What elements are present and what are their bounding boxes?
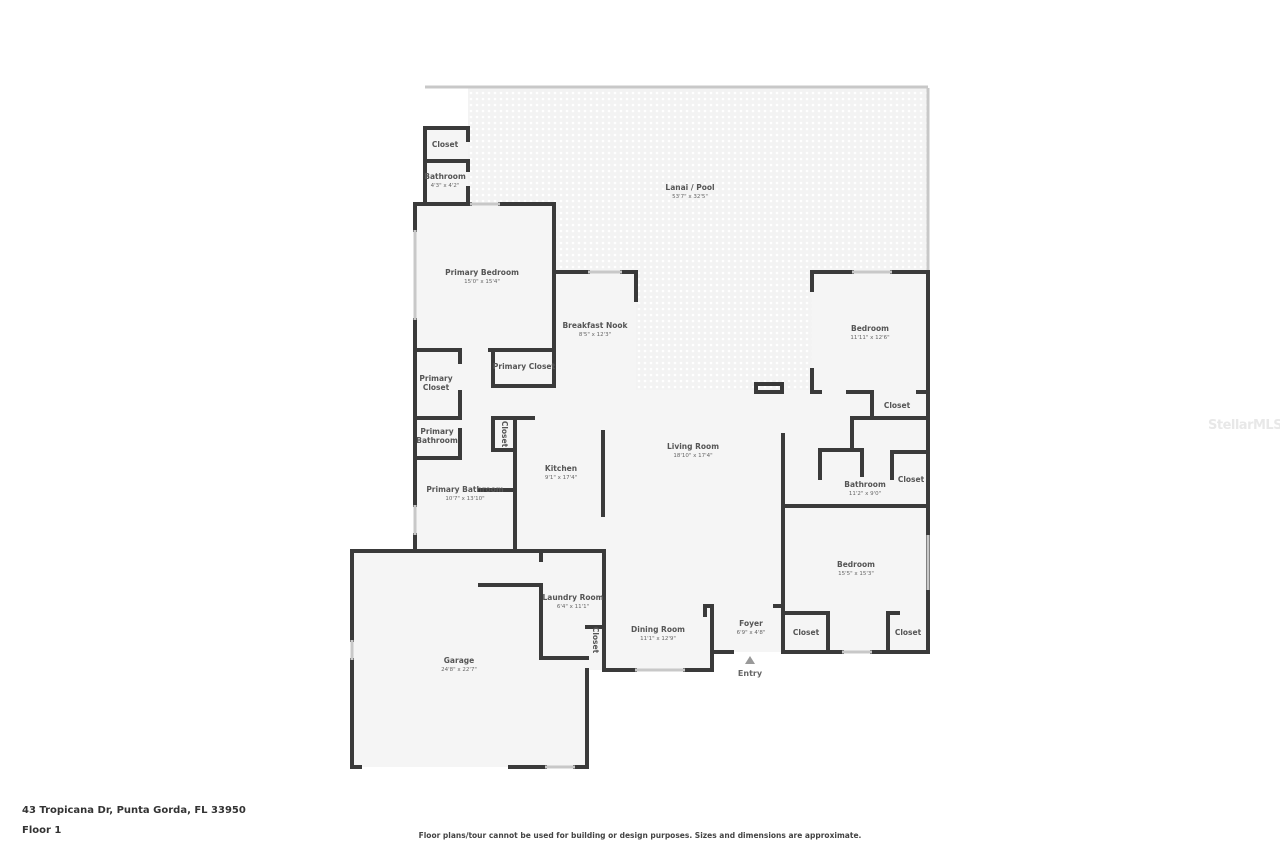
- room-dining-name: Dining Room: [631, 625, 685, 634]
- room-closet-laundry-name: Closet: [591, 627, 600, 654]
- room-garage-dims: 24'8" x 22'7": [441, 667, 477, 673]
- room-primary-bedroom-name: Primary Bedroom: [445, 268, 519, 277]
- walls: [350, 126, 930, 769]
- entry-marker: Entry: [738, 656, 763, 678]
- floor-label: Floor 1: [22, 825, 62, 836]
- room-closet-se1-name: Closet: [793, 628, 820, 637]
- room-bedroom-se-name: Bedroom: [837, 560, 875, 569]
- room-living-room-name: Living Room: [667, 442, 719, 451]
- disclaimer: Floor plans/tour cannot be used for buil…: [418, 831, 862, 840]
- room-primary-bathroom-name: Primary Bathroom: [426, 485, 504, 494]
- entry-label: Entry: [738, 669, 763, 678]
- room-dining-dims: 11'1" x 12'9": [640, 636, 676, 642]
- room-bedroom-se-dims: 15'5" x 15'3": [838, 571, 874, 577]
- room-laundry-dims: 6'4" x 11'1": [557, 604, 589, 610]
- room-closet-nw-name: Closet: [432, 140, 459, 149]
- room-primary-bath-small-name2: Bathroom: [416, 436, 458, 445]
- room-bathroom-small-dims: 4'3" x 4'2": [431, 183, 460, 189]
- room-laundry-name: Laundry Room: [543, 593, 604, 602]
- room-primary-bath-small-name: Primary: [420, 427, 453, 436]
- room-foyer-name: Foyer: [739, 619, 763, 628]
- room-breakfast-nook-name: Breakfast Nook: [562, 321, 628, 330]
- room-lanai-dims: 53'7" x 32'5": [672, 194, 708, 200]
- room-bathroom-e-dims: 11'2" x 9'0": [849, 491, 881, 497]
- triangle-up-icon: [745, 656, 755, 664]
- room-kitchen-dims: 9'1" x 17'4": [545, 475, 577, 481]
- room-bathroom-small-name: Bathroom: [424, 172, 466, 181]
- room-primary-closet-a-name2: Closet: [423, 383, 450, 392]
- room-living-room-dims: 18'10" x 17'4": [673, 453, 712, 459]
- room-labels: Lanai / Pool 53'7" x 32'5" Closet Bathro…: [416, 140, 924, 673]
- room-primary-closet-b-name: Primary Closet: [493, 362, 556, 371]
- room-bathroom-e-name: Bathroom: [844, 480, 886, 489]
- room-bedroom-ne-dims: 11'11" x 12'6": [850, 335, 889, 341]
- room-breakfast-nook-dims: 8'5" x 12'3": [579, 332, 611, 338]
- room-primary-bedroom-dims: 15'0" x 15'4": [464, 279, 500, 285]
- room-kitchen-name: Kitchen: [545, 464, 577, 473]
- room-foyer-dims: 6'9" x 4'8": [737, 630, 766, 636]
- windows: [350, 202, 930, 769]
- room-lanai-name: Lanai / Pool: [665, 183, 714, 192]
- room-closet-e-name: Closet: [898, 475, 925, 484]
- room-closet-se2-name: Closet: [895, 628, 922, 637]
- listing-address: 43 Tropicana Dr, Punta Gorda, FL 33950: [22, 805, 246, 816]
- room-bedroom-ne-name: Bedroom: [851, 324, 889, 333]
- room-closet-ne-name: Closet: [884, 401, 911, 410]
- watermark: StellarMLS: [1208, 418, 1280, 433]
- room-closet-kitchen-name: Closet: [500, 421, 509, 448]
- room-primary-bathroom-dims: 10'7" x 13'10": [445, 496, 484, 502]
- room-primary-closet-a-name: Primary: [419, 374, 452, 383]
- lanai-pool-area: [425, 85, 930, 390]
- room-garage-name: Garage: [444, 656, 474, 665]
